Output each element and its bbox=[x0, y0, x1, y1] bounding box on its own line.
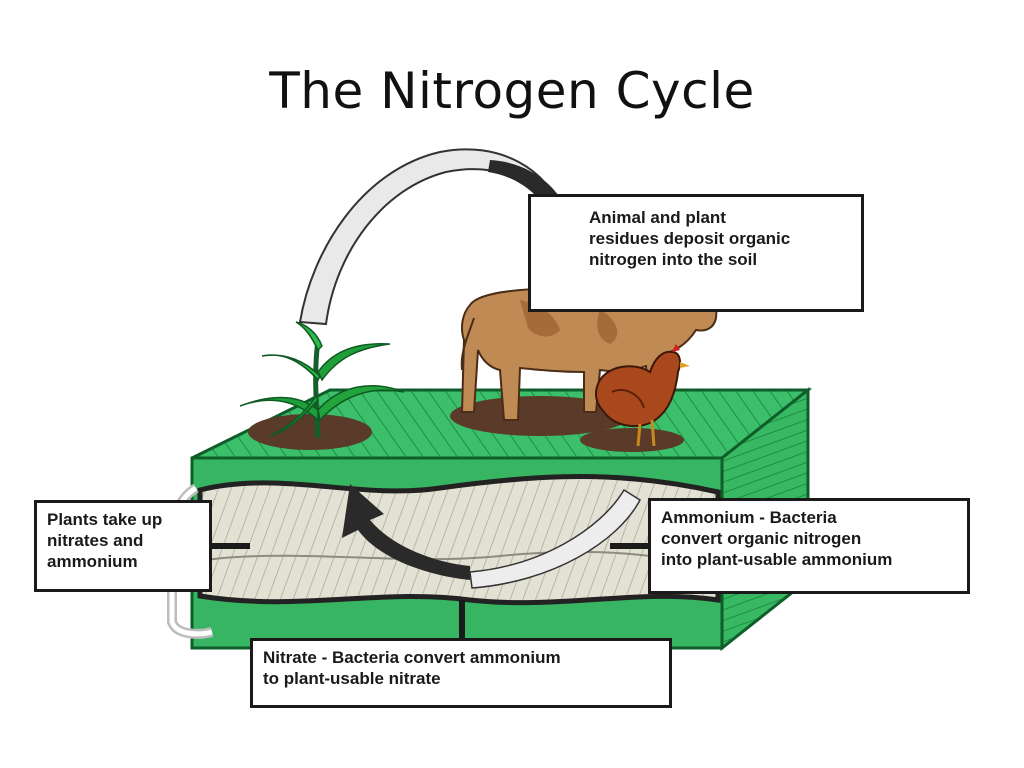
soil-cycle-arrows bbox=[342, 484, 641, 589]
plant-dirt-patch bbox=[248, 414, 372, 450]
ammonium-line-3: into plant-usable ammonium bbox=[661, 550, 893, 569]
residues-line-1: Animal and plant bbox=[589, 208, 726, 227]
chicken-icon bbox=[595, 344, 690, 447]
residues-line-3: nitrogen into the soil bbox=[589, 250, 758, 269]
nitrate-label: Nitrate - Bacteria convert ammonium to p… bbox=[250, 638, 672, 708]
page-title: The Nitrogen Cycle bbox=[269, 62, 755, 120]
plant-icon bbox=[239, 321, 405, 439]
ammonium-label: Ammonium - Bacteria convert organic nitr… bbox=[648, 498, 970, 594]
residues-label: Animal and plant residues deposit organi… bbox=[528, 194, 864, 312]
nitrate-line-1: Nitrate - Bacteria convert ammonium bbox=[263, 648, 561, 667]
residues-line-2: residues deposit organic bbox=[589, 229, 791, 248]
soil-layer bbox=[197, 474, 721, 606]
hen-dirt-patch bbox=[580, 428, 684, 452]
plants-line-1: Plants take up bbox=[47, 510, 163, 529]
plants-line-3: ammonium bbox=[47, 552, 138, 571]
ammonium-line-1: Ammonium - Bacteria bbox=[661, 508, 837, 527]
nitrate-line-2: to plant-usable nitrate bbox=[263, 669, 441, 688]
ammonium-line-2: convert organic nitrogen bbox=[661, 529, 862, 548]
plants-line-2: nitrates and bbox=[47, 531, 144, 550]
plants-uptake-label: Plants take up nitrates and ammonium bbox=[34, 500, 212, 592]
